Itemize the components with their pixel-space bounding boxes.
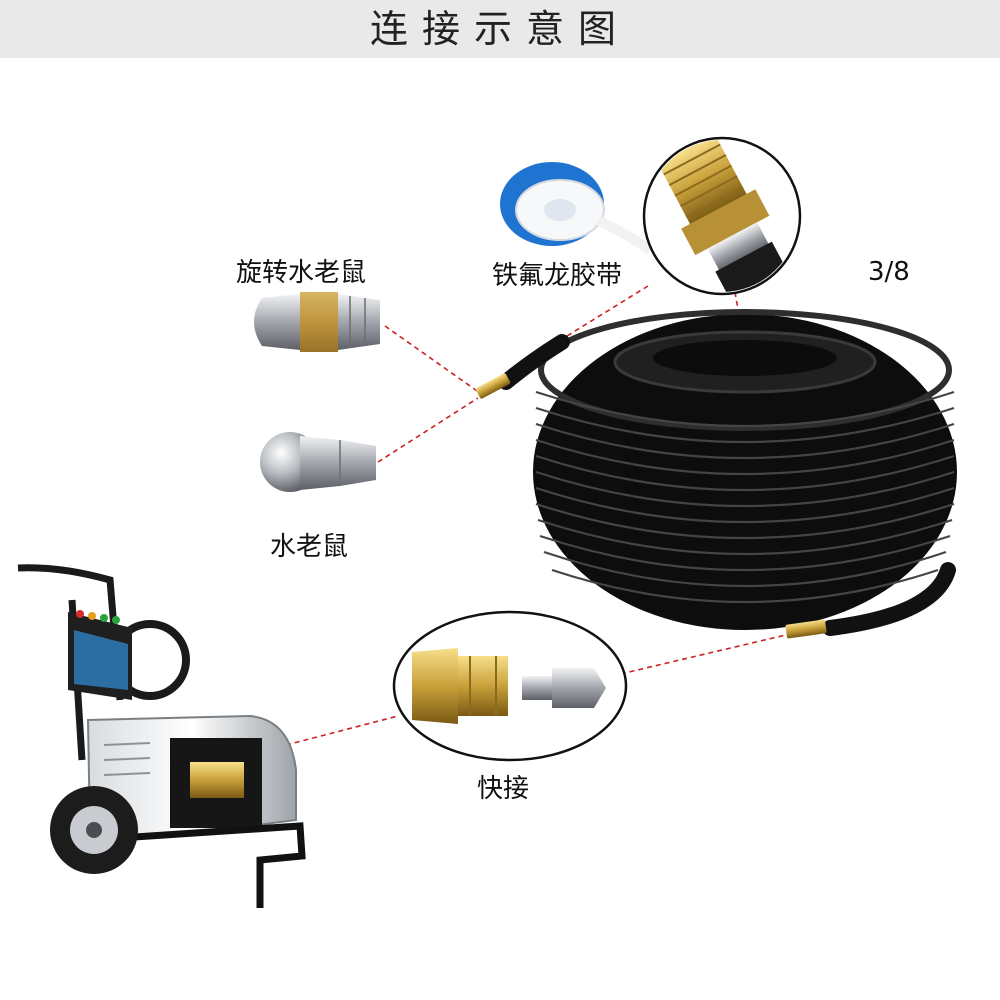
- hose-end-fitting-bottom: [785, 619, 827, 639]
- hose-coil: [498, 309, 957, 636]
- ptfe-tape-image: [500, 162, 653, 255]
- pressure-washer-image: [17, 564, 306, 908]
- nozzle-label: 水老鼠: [270, 532, 349, 562]
- nozzle-image: [260, 432, 376, 492]
- quick-connector-label: 快接: [477, 774, 530, 804]
- connection-diagram: [17, 133, 957, 908]
- thread-fitting-closeup: [642, 133, 802, 319]
- hose-end-fitting-top: [475, 373, 511, 399]
- page-title: 连接示意图: [369, 7, 630, 51]
- rotary-nozzle-image: [254, 292, 380, 352]
- thread-size-label: 3/8: [868, 257, 910, 287]
- ptfe-tape-label: 铁氟龙胶带: [492, 261, 623, 291]
- rotary-nozzle-label: 旋转水老鼠: [236, 258, 367, 288]
- quick-connector-closeup: [392, 610, 628, 762]
- header-bar: 连接示意图: [0, 0, 1000, 58]
